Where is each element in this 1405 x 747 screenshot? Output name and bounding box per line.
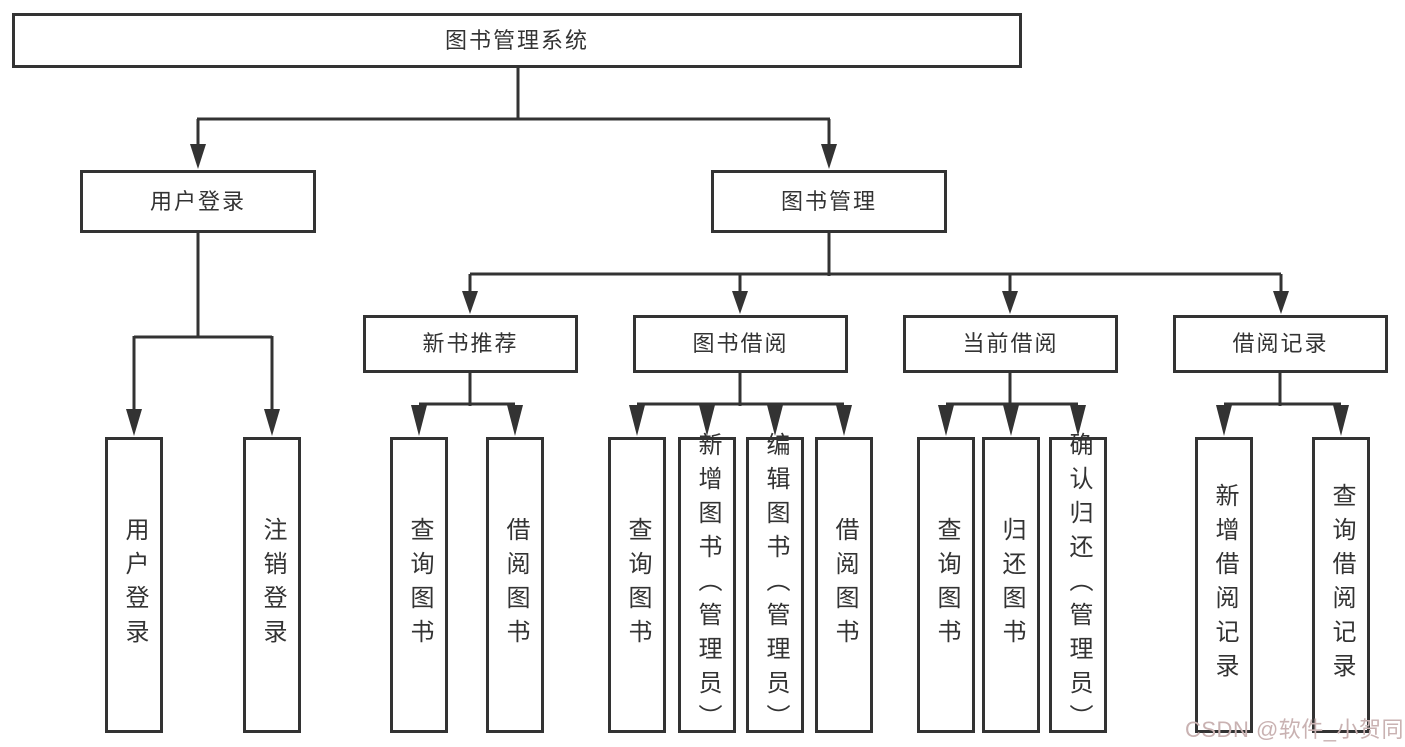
leaf-edit-books-admin: 编辑图书（管理员） — [746, 432, 804, 738]
leaf-add-books-admin: 新增图书（管理员） — [678, 432, 736, 738]
leaf-borrow-books-2: 借阅图书 — [815, 437, 873, 733]
leaf-add-borrow-record-label: 新增借阅记录 — [1211, 483, 1238, 687]
leaf-query-books-1: 查询图书 — [390, 437, 448, 733]
node-root: 图书管理系统 — [12, 13, 1022, 68]
node-new-book-recommend-label: 新书推荐 — [422, 331, 519, 356]
leaf-return-books-label: 归还图书 — [998, 517, 1025, 653]
leaf-query-books-3: 查询图书 — [917, 437, 975, 733]
leaf-logout: 注销登录 — [243, 437, 301, 733]
leaf-confirm-return-admin: 确认归还（管理员） — [1049, 432, 1107, 738]
leaf-logout-label: 注销登录 — [259, 517, 286, 653]
leaf-query-books-2: 查询图书 — [608, 437, 666, 733]
node-book-borrow: 图书借阅 — [633, 315, 848, 373]
node-root-label: 图书管理系统 — [444, 27, 589, 53]
node-current-borrow-label: 当前借阅 — [962, 331, 1059, 356]
node-book-borrow-label: 图书借阅 — [692, 331, 789, 356]
leaf-borrow-books-2-label: 借阅图书 — [831, 517, 858, 653]
leaf-user-login: 用户登录 — [105, 437, 163, 733]
leaf-add-borrow-record: 新增借阅记录 — [1195, 437, 1253, 733]
leaf-query-borrow-record: 查询借阅记录 — [1312, 437, 1370, 733]
node-new-book-recommend: 新书推荐 — [363, 315, 578, 373]
node-user-login-label: 用户登录 — [149, 188, 246, 214]
tree-branch-lines — [132, 68, 1341, 410]
leaf-user-login-label: 用户登录 — [121, 517, 148, 653]
node-user-login: 用户登录 — [80, 170, 316, 233]
node-borrow-records-label: 借阅记录 — [1232, 331, 1329, 356]
node-book-management-label: 图书管理 — [780, 188, 877, 214]
leaf-query-books-2-label: 查询图书 — [624, 517, 651, 653]
leaf-add-books-admin-label: 新增图书（管理员） — [694, 432, 721, 738]
csdn-watermark: CSDN @软件_小贺同学 — [1185, 717, 1405, 742]
node-book-management: 图书管理 — [711, 170, 947, 233]
node-borrow-records: 借阅记录 — [1173, 315, 1388, 373]
node-current-borrow: 当前借阅 — [903, 315, 1118, 373]
leaf-borrow-books-1-label: 借阅图书 — [502, 517, 529, 653]
leaf-query-books-3-label: 查询图书 — [933, 517, 960, 653]
leaf-borrow-books-1: 借阅图书 — [486, 437, 544, 733]
arrowheads — [126, 144, 1349, 436]
leaf-confirm-return-admin-label: 确认归还（管理员） — [1065, 432, 1092, 738]
leaf-query-books-1-label: 查询图书 — [406, 517, 433, 653]
leaf-return-books: 归还图书 — [982, 437, 1040, 733]
leaf-edit-books-admin-label: 编辑图书（管理员） — [762, 432, 789, 738]
leaf-query-borrow-record-label: 查询借阅记录 — [1328, 483, 1355, 687]
